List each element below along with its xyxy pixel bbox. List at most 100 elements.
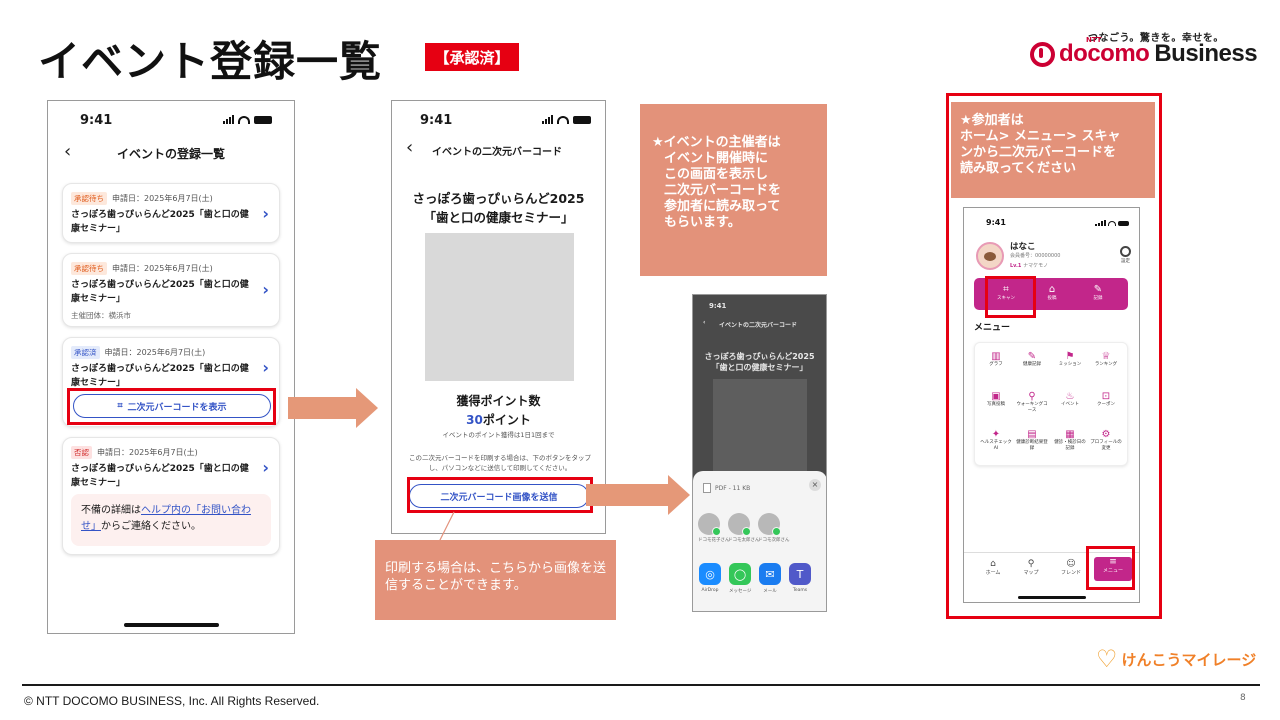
menu-item-health-record[interactable]: ✎健康記録 — [1015, 351, 1049, 368]
gear-icon — [1120, 246, 1131, 257]
menu-item-ranking[interactable]: ♕ランキング — [1089, 351, 1123, 368]
quick-scan-button[interactable]: ⌗スキャン — [992, 284, 1020, 301]
organizer-callout-line: 二次元バーコードを — [664, 183, 782, 198]
wifi-icon — [557, 115, 569, 124]
organizer-callout-line: ★イベントの主催者は — [652, 135, 781, 150]
callout-pointer-line — [437, 511, 455, 545]
event-card-approved[interactable]: 承認済申請日：2025年6月7日(土) さっぽろ歯っぴぃらんど2025「歯と口の… — [62, 337, 280, 427]
help-prefix: 不備の詳細は — [81, 505, 141, 516]
map-pin-icon: ⚲ — [1027, 559, 1035, 569]
apply-date: 申請日：2025年6月7日(土) — [97, 448, 198, 457]
menu-item-checkup-date[interactable]: ▦健診・検診日の記録 — [1053, 429, 1087, 452]
chevron-right-icon: › — [262, 458, 269, 477]
phone-qr-screen: 9:41 ‹ イベントの二次元バーコード さっぽろ歯っぴぃらんど2025 「歯と… — [391, 100, 606, 534]
organizer-callout-line: この画面を表示し — [664, 167, 769, 182]
contact-name: ドコモ太郎さん — [728, 538, 760, 543]
airdrop-icon: ◎ — [699, 563, 721, 585]
share-contact[interactable]: ドコモ花子さん — [698, 513, 730, 543]
avatar[interactable] — [976, 242, 1004, 270]
settings-label: 設定 — [1121, 259, 1130, 264]
menu-item-graph[interactable]: ▥グラフ — [979, 351, 1013, 368]
show-qr-button[interactable]: ⌗ 二次元バーコードを表示 — [73, 394, 271, 418]
close-icon[interactable]: × — [809, 479, 821, 491]
tab-label: マップ — [1023, 570, 1039, 576]
status-bar: 9:41 — [48, 101, 294, 135]
page-number: 8 — [1240, 693, 1246, 703]
avatar — [698, 513, 721, 536]
help-contact-link[interactable]: ヘルプ内の「お問い合わせ」 — [81, 505, 251, 532]
battery-icon — [254, 115, 272, 124]
status-badge: 承認待ち — [71, 262, 107, 275]
highlight-scan — [985, 276, 1036, 318]
contact-name: ドコモ次郎さん — [758, 538, 790, 543]
friends-icon: ☺ — [1066, 559, 1076, 569]
menu-item-coupon[interactable]: ⊡クーポン — [1089, 391, 1123, 408]
app-name: メール — [763, 589, 777, 594]
qr-code-image — [425, 233, 574, 381]
share-app-messages[interactable]: ◯メッセージ — [729, 563, 751, 594]
app-name: メッセージ — [729, 589, 752, 594]
points-unit: ポイント — [482, 413, 531, 427]
quick-record-button[interactable]: ✎記録 — [1084, 284, 1112, 301]
share-app-mail[interactable]: ✉メール — [759, 563, 781, 594]
document-icon: ▤ — [1027, 429, 1037, 440]
participant-callout: ★参加者は ホーム> メニュー> スキャ ンから二次元バーコードを 読み取ってく… — [951, 102, 1155, 198]
event-name-line1: さっぽろ歯っぴぃらんど2025 — [412, 191, 585, 206]
home-indicator — [124, 623, 219, 627]
nav-header: ‹ イベントの登録一覧 — [48, 141, 294, 167]
tab-label: フレンド — [1060, 570, 1081, 576]
menu-item-checkup-result[interactable]: ▤健康診断結果登録 — [1015, 429, 1049, 452]
menu-item-walking[interactable]: ⚲ウォーキングコース — [1015, 391, 1049, 414]
back-icon[interactable]: ‹ — [703, 319, 706, 326]
tab-map[interactable]: ⚲マップ — [1016, 559, 1046, 576]
menu-item-photo[interactable]: ▣写真投稿 — [979, 391, 1013, 408]
quick-actions-bar: ⌗スキャン ⌂投稿 ✎記録 — [974, 278, 1128, 310]
highlight-menu-tab — [1086, 546, 1135, 590]
chevron-right-icon: › — [262, 204, 269, 223]
menu-item-health-check-ai[interactable]: ✦ヘルスチェックAI — [979, 429, 1013, 452]
arrow-head-icon — [668, 475, 690, 515]
quick-post-button[interactable]: ⌂投稿 — [1038, 284, 1066, 301]
menu-item-mission[interactable]: ⚑ミッション — [1053, 351, 1087, 368]
page-title: イベントの登録一覧 — [116, 147, 225, 161]
print-description: この二次元バーコードを印刷する場合は、下のボタンをタップし、パソコンなどに送信し… — [409, 454, 591, 472]
menu-item-profile[interactable]: ⚙プロフィールの変更 — [1089, 429, 1123, 452]
footer-divider — [22, 684, 1260, 686]
arrow-head-icon — [356, 388, 378, 428]
menu-label: クーポン — [1097, 402, 1115, 407]
participant-frame — [946, 93, 1162, 619]
settings-button[interactable]: 設定 — [1120, 246, 1131, 264]
organizer-callout-line: イベント開催時に — [664, 151, 769, 166]
apply-date: 申請日：2025年6月7日(土) — [112, 194, 213, 203]
event-card-pending-2[interactable]: 承認待ち申請日：2025年6月7日(土) さっぽろ歯っぴぃらんど2025「歯と口… — [62, 253, 280, 327]
home-icon: ⌂ — [990, 559, 996, 569]
heart-icon: ♡ — [1096, 645, 1118, 673]
organizer: 主催団体：横浜市 — [71, 311, 131, 320]
event-card-rejected[interactable]: 否認申請日：2025年6月7日(土) さっぽろ歯っぴぃらんど2025「歯と口の健… — [62, 437, 280, 555]
arrow-right-icon — [586, 484, 670, 506]
tab-home[interactable]: ⌂ホーム — [978, 559, 1008, 576]
docomo-business-logo: NTT docomo Business — [1030, 36, 1258, 68]
highlight-show-qr — [67, 388, 276, 425]
quick-label: 記録 — [1093, 296, 1103, 301]
docomo-logo-icon — [1030, 41, 1055, 67]
share-app-airdrop[interactable]: ◎AirDrop — [699, 563, 721, 593]
back-icon[interactable]: ‹ — [64, 141, 72, 162]
event-card-pending-1[interactable]: 承認待ち申請日：2025年6月7日(土) さっぽろ歯っぴぃらんど2025「歯と口… — [62, 183, 280, 243]
back-icon[interactable]: ‹ — [406, 137, 414, 158]
apply-date: 申請日：2025年6月7日(土) — [112, 264, 213, 273]
home-indicator — [1018, 596, 1086, 599]
tab-menu[interactable]: ≡メニュー — [1094, 557, 1132, 581]
menu-label: ウォーキングコース — [1016, 402, 1048, 413]
signal-icon — [223, 115, 234, 124]
quick-label: スキャン — [997, 296, 1015, 301]
signal-icon — [542, 115, 553, 124]
tab-label: ホーム — [985, 570, 1001, 576]
menu-label: 健康診断結果登録 — [1016, 440, 1048, 451]
share-contact[interactable]: ドコモ太郎さん — [728, 513, 760, 543]
share-contact[interactable]: ドコモ次郎さん — [758, 513, 790, 543]
menu-item-event[interactable]: ♨イベント — [1053, 391, 1087, 408]
tab-friend[interactable]: ☺フレンド — [1056, 559, 1086, 576]
document-icon — [703, 483, 711, 493]
